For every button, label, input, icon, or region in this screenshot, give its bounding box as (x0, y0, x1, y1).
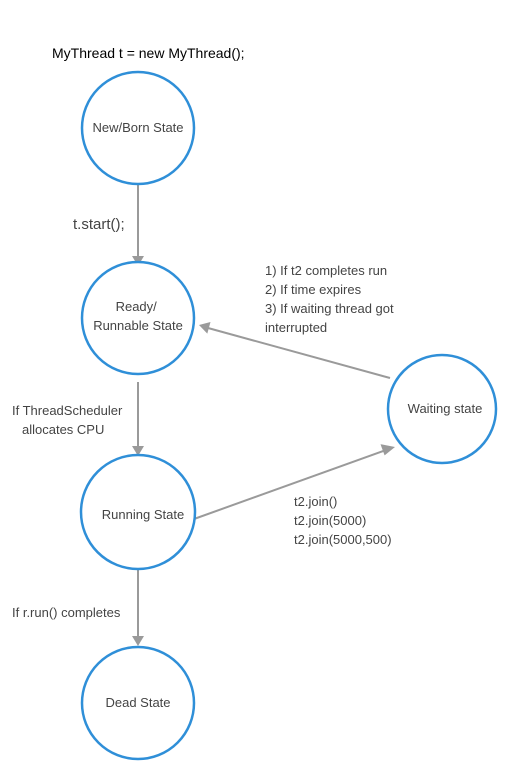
edge-running-to-waiting (193, 444, 395, 520)
state-new-label-line: New/Born State (92, 120, 183, 135)
state-dead-label: Dead State (105, 695, 170, 710)
state-new: New/Born State (80, 70, 196, 186)
label-line: t2.join(5000) (294, 513, 366, 528)
label-line: allocates CPU (22, 422, 104, 437)
state-running: Running State (79, 453, 197, 571)
label-line: If ThreadScheduler (12, 403, 123, 418)
label-line: t.start(); (73, 216, 125, 233)
label-ready-to-running: If ThreadScheduler allocates CPU (12, 403, 126, 437)
label-running-to-dead: If r.run() completes (12, 605, 121, 620)
state-waiting-label: Waiting state (408, 401, 483, 416)
state-running-label: Running State (102, 507, 184, 522)
edge-running-to-dead (132, 570, 144, 646)
state-ready-label-line: Ready/ (116, 299, 158, 314)
state-ready-label-line: Runnable State (93, 318, 183, 333)
state-waiting-label-line: Waiting state (408, 401, 483, 416)
state-dead: Dead State (80, 645, 196, 761)
state-new-label: New/Born State (92, 120, 183, 135)
label-waiting-to-ready: 1) If t2 completes run 2) If time expire… (265, 263, 397, 335)
label-line: interrupted (265, 320, 327, 335)
label-line: t2.join(5000,500) (294, 532, 392, 547)
label-line: 2) If time expires (265, 282, 362, 297)
label-line: t2.join() (294, 494, 337, 509)
edge-ready-to-running (132, 382, 144, 456)
label-line: 3) If waiting thread got (265, 301, 394, 316)
label-running-to-waiting: t2.join() t2.join(5000) t2.join(5000,500… (294, 494, 392, 547)
state-waiting: Waiting state (386, 353, 498, 465)
state-running-label-line: Running State (102, 507, 184, 522)
label-line: If r.run() completes (12, 605, 121, 620)
label-line: 1) If t2 completes run (265, 263, 387, 278)
state-dead-label-line: Dead State (105, 695, 170, 710)
state-ready: Ready/ Runnable State (80, 260, 196, 376)
state-ready-label: Ready/ Runnable State (93, 299, 183, 333)
edge-waiting-to-ready (199, 322, 391, 379)
label-new-to-ready: t.start(); (73, 216, 125, 233)
edge-new-to-ready (132, 185, 144, 266)
header-code: MyThread t = new MyThread(); (52, 45, 245, 61)
